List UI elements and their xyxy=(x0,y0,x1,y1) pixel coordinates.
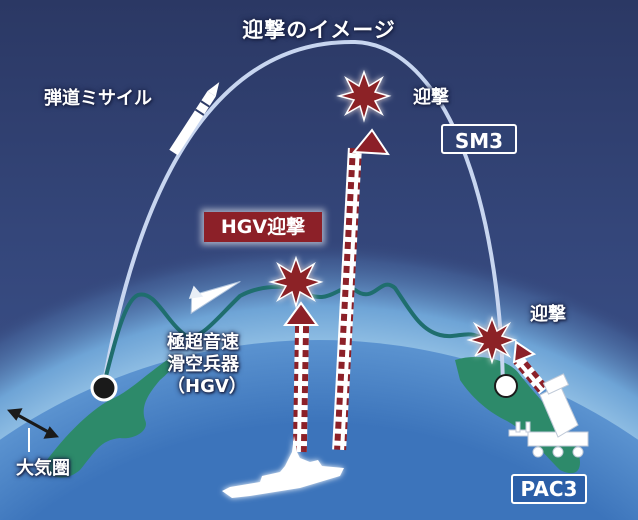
ballistic-trajectory xyxy=(101,39,505,389)
hgv-intercept-badge: HGV迎撃 xyxy=(204,212,322,242)
atmosphere-thickness-indicator xyxy=(6,408,60,452)
aegis-destroyer-icon xyxy=(222,436,344,498)
pac3-interceptor-arrow xyxy=(512,340,549,395)
ballistic-missile-icon xyxy=(169,82,220,156)
explosion-burst-icon xyxy=(336,69,392,123)
target-point-marker xyxy=(494,374,518,398)
hgv-glider-icon xyxy=(188,281,241,315)
sm3-interceptor-arrow xyxy=(332,128,390,451)
explosion-burst-icon xyxy=(268,255,324,309)
launch-point-marker xyxy=(90,374,118,402)
left-landmass xyxy=(40,355,177,478)
explosion-burst-icon xyxy=(466,315,518,365)
pac3-intercept-label: 迎撃 xyxy=(530,304,566,325)
hgv-interceptor-arrow xyxy=(283,301,319,453)
pac3-launcher-icon xyxy=(508,373,589,458)
hgv-description-label: 極超音速 滑空兵器 （HGV） xyxy=(167,332,247,397)
atmosphere-label: 大気圏 xyxy=(16,458,70,479)
sm3-intercept-label: 迎撃 xyxy=(413,87,449,108)
ballistic-missile-label: 弾道ミサイル xyxy=(44,88,152,109)
sm3-system-badge: SM3 xyxy=(441,124,517,154)
pac3-system-badge: PAC3 xyxy=(511,474,587,504)
diagram-title: 迎撃のイメージ xyxy=(242,18,396,42)
